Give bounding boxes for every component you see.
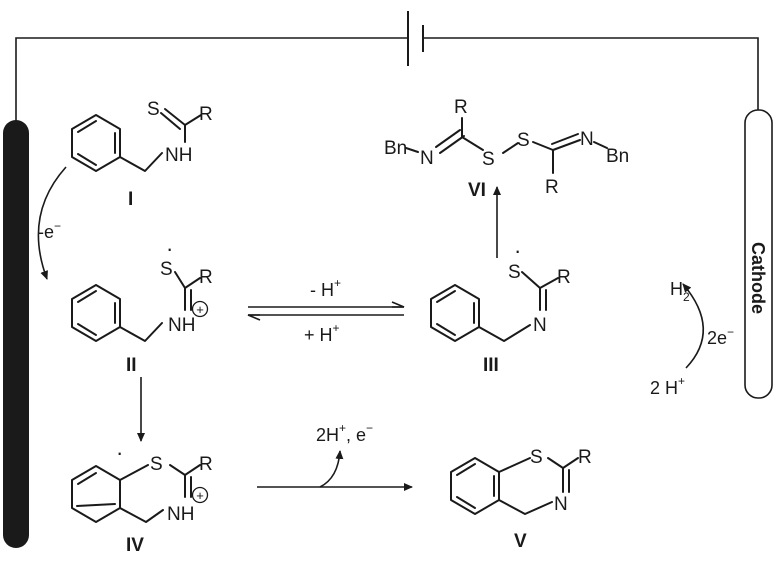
label-V: V bbox=[514, 531, 527, 552]
aromatization-step: 2H+, e− bbox=[257, 421, 413, 491]
oxidation-label: -e− bbox=[38, 219, 61, 242]
atom-NH: NH bbox=[165, 145, 192, 166]
label-IV: IV bbox=[126, 535, 144, 556]
atom-S: S bbox=[530, 447, 543, 468]
circuit-wire-right bbox=[423, 37, 759, 112]
atom-S: S bbox=[160, 259, 173, 280]
atom-R: R bbox=[557, 267, 571, 288]
aromatization-label: 2H+, e− bbox=[316, 421, 373, 445]
positive-charge-icon bbox=[191, 486, 209, 504]
protons-label: 2 H+ bbox=[650, 374, 685, 398]
deprotonation-label: - H+ bbox=[310, 276, 341, 300]
h2-label: H2 bbox=[670, 279, 690, 304]
compound-II: S · R NH + II bbox=[71, 236, 213, 376]
cathode-label: Cathode bbox=[748, 242, 768, 314]
atom-NH: NH bbox=[168, 315, 195, 336]
radical-dot: · bbox=[116, 440, 123, 465]
atom-R: R bbox=[454, 97, 468, 118]
atom-Bn: Bn bbox=[384, 138, 407, 159]
label-VI: VI bbox=[468, 180, 486, 201]
atom-N: N bbox=[580, 129, 594, 150]
compound-V: S R N V bbox=[450, 447, 592, 552]
positive-charge-icon bbox=[191, 300, 209, 318]
atom-NH: NH bbox=[167, 504, 194, 525]
radical-dot: · bbox=[166, 236, 173, 261]
equilibrium-arrows: - H+ + H+ bbox=[247, 276, 405, 345]
anode-electrode: Anode bbox=[3, 120, 29, 548]
atom-N: N bbox=[554, 494, 568, 515]
compound-VI: R Bn N S S N Bn R VI bbox=[384, 97, 629, 201]
anode-bar bbox=[3, 120, 29, 548]
external-circuit bbox=[15, 11, 759, 122]
atom-S: S bbox=[517, 130, 530, 151]
atom-S: S bbox=[482, 149, 495, 170]
label-I: I bbox=[128, 189, 133, 210]
protonation-label: + H+ bbox=[304, 321, 340, 345]
charge-sign: + bbox=[196, 302, 204, 317]
atom-R: R bbox=[199, 267, 213, 288]
compound-III: S · R N III bbox=[430, 238, 571, 376]
compound-I: S R NH I bbox=[71, 99, 213, 210]
label-III: III bbox=[483, 355, 499, 376]
atom-S: S bbox=[508, 262, 521, 283]
atom-R: R bbox=[578, 447, 592, 468]
compound-IV: · S R NH + IV bbox=[71, 440, 213, 556]
oxidation-step: -e− bbox=[37, 166, 67, 280]
atom-Bn: Bn bbox=[606, 146, 629, 167]
atom-R: R bbox=[199, 104, 213, 125]
atom-R: R bbox=[545, 177, 559, 198]
atom-N: N bbox=[533, 315, 547, 336]
charge-sign: + bbox=[196, 488, 204, 503]
circuit-wire-left bbox=[15, 37, 408, 122]
atom-S: S bbox=[150, 454, 163, 475]
atom-N: N bbox=[420, 148, 434, 169]
atom-S: S bbox=[147, 99, 160, 120]
cathode-bar bbox=[744, 109, 773, 399]
cathode-electrode: Cathode bbox=[744, 109, 773, 399]
atom-R: R bbox=[199, 454, 213, 475]
radical-dot: · bbox=[514, 238, 521, 263]
electrons-label: 2e− bbox=[707, 325, 734, 348]
cathode-reduction: H2 2e− 2 H+ bbox=[650, 279, 734, 398]
label-II: II bbox=[126, 355, 137, 376]
anode-label: Anode bbox=[6, 305, 27, 364]
